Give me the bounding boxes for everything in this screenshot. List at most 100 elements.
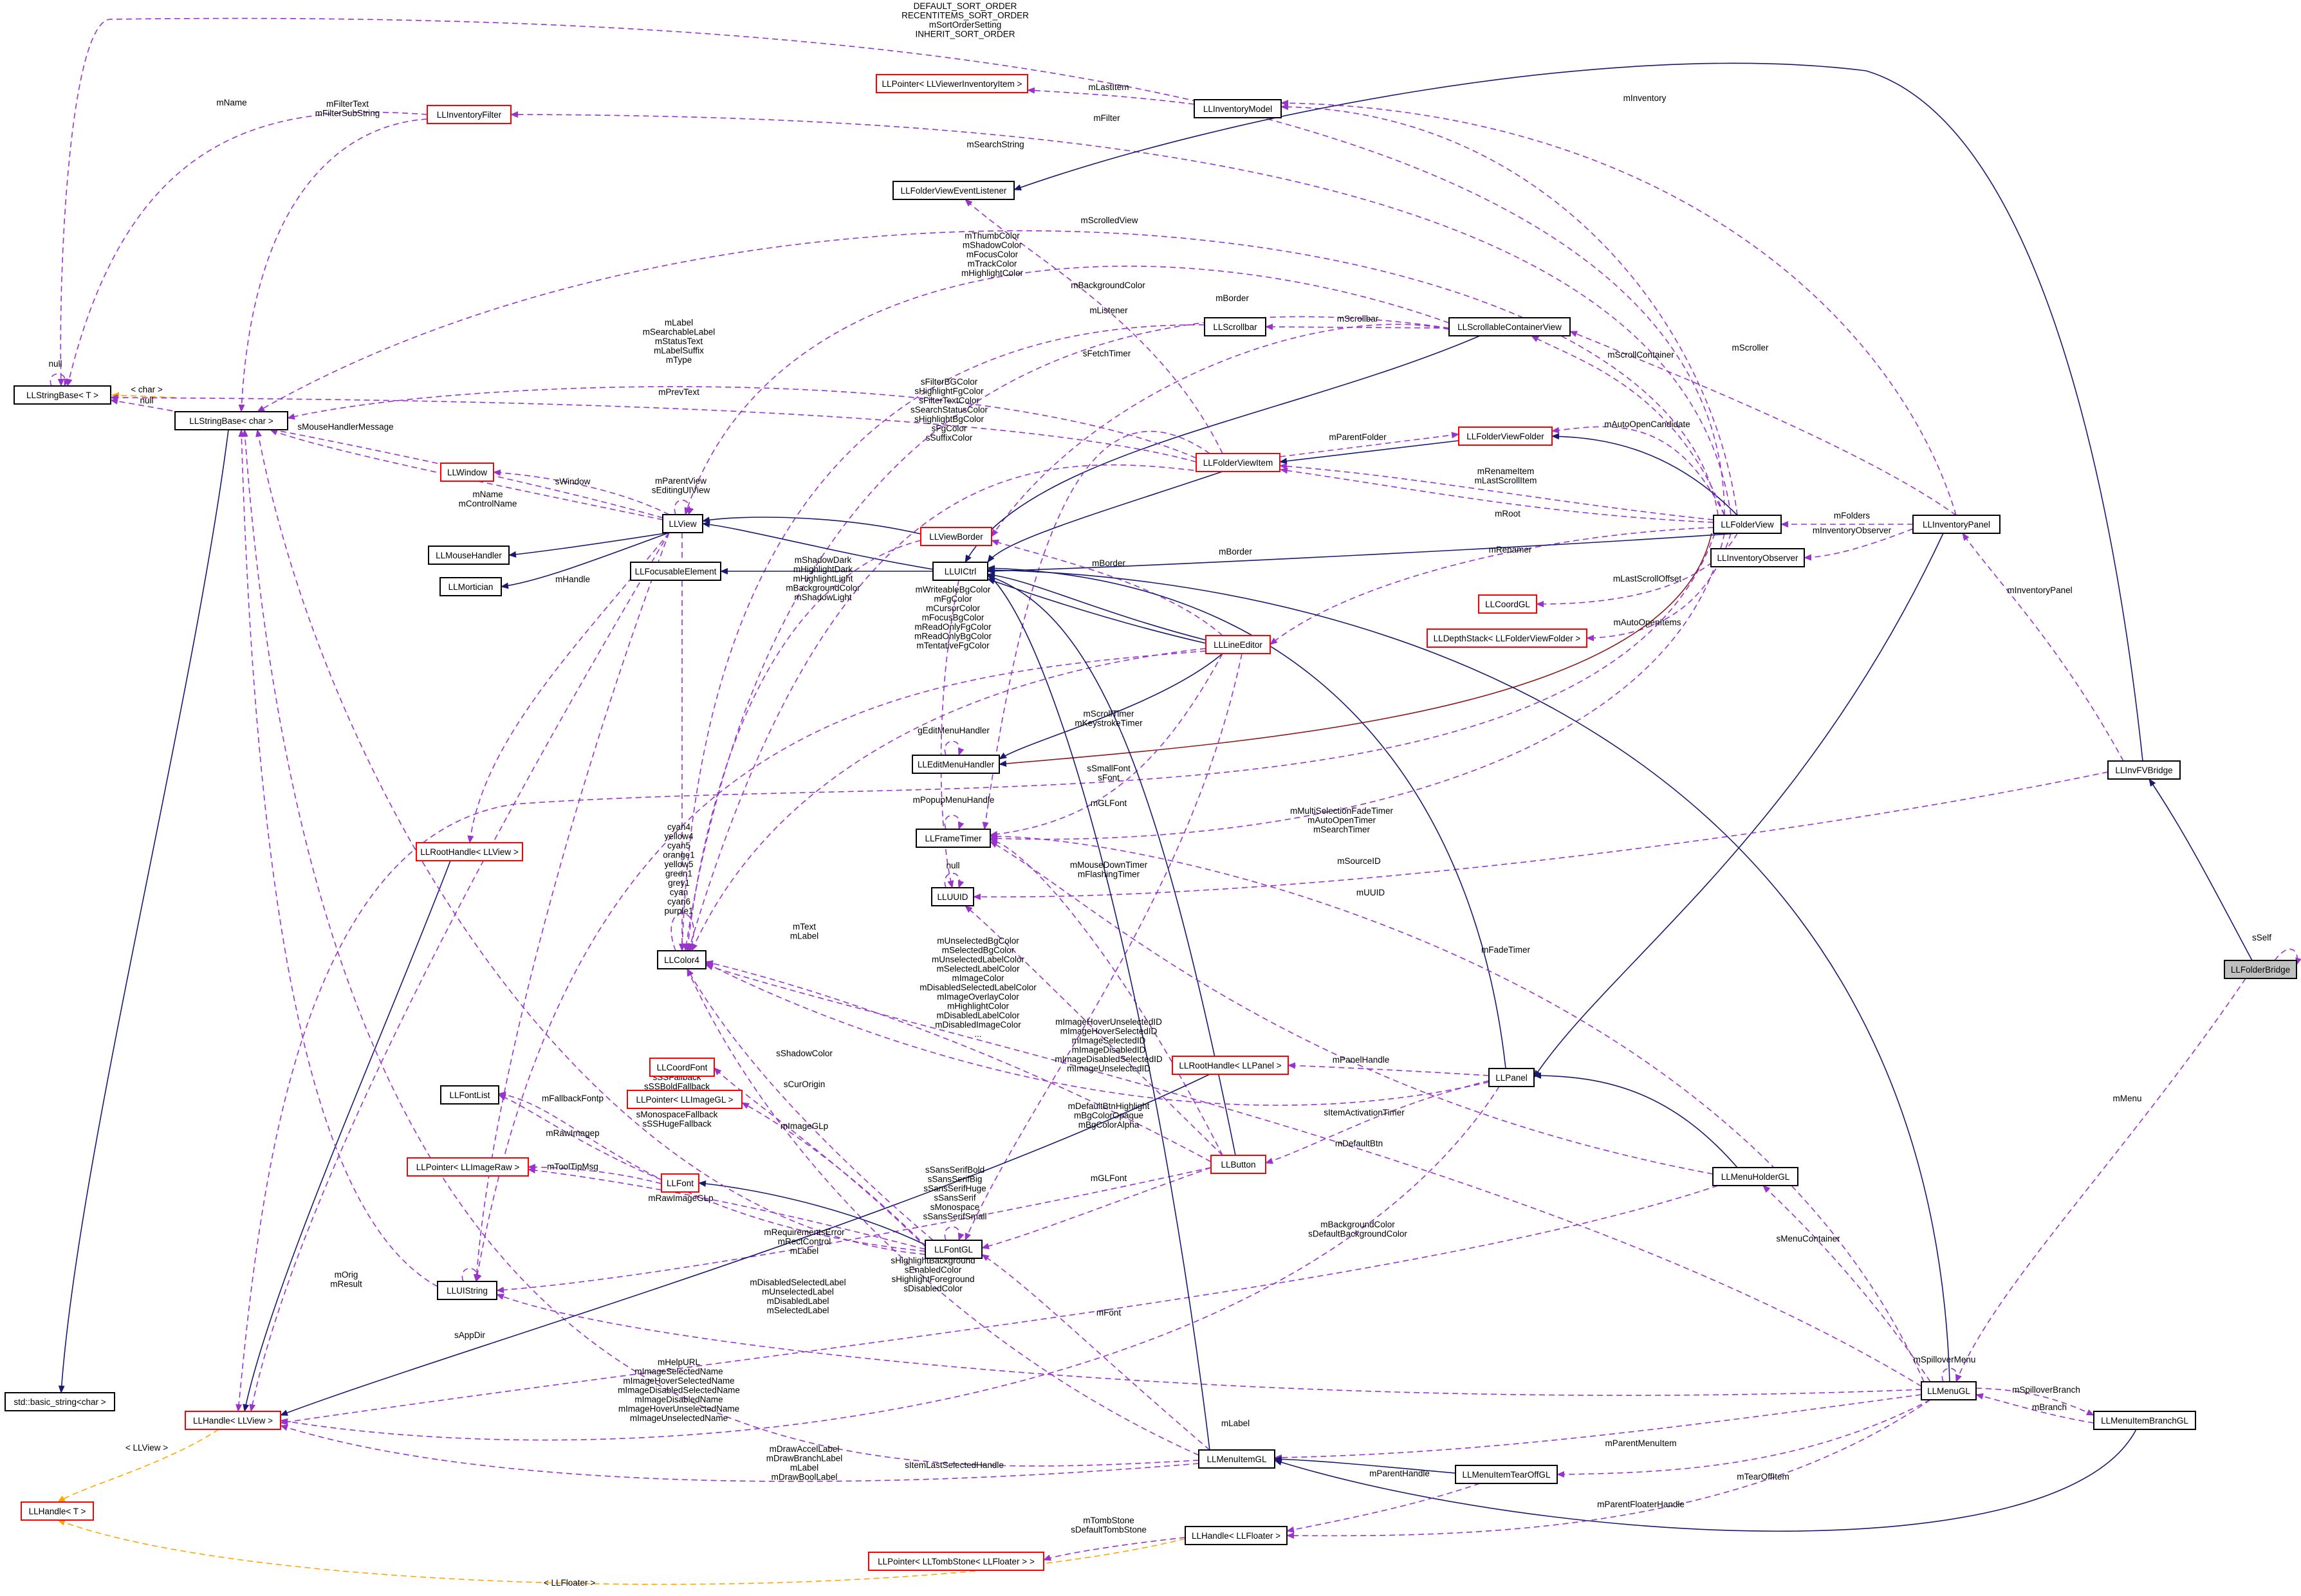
edge-label-mParentFolder: mParentFolder [1329, 432, 1387, 442]
edge-label-line: mDrawAccelLabel [770, 1444, 840, 1454]
class-node-LLEditMenuHandler[interactable]: LLEditMenuHandler [912, 755, 1000, 774]
edge-LLMenuGL-to-LLMenuItemGL [1274, 1394, 1922, 1461]
edge-label-line: RECENTITEMS_SORT_ORDER [901, 11, 1029, 21]
edge-label-sItemLast: sItemLastSelectedHandle [905, 1460, 1004, 1470]
edge-label-line: mShadowDark [795, 555, 852, 565]
class-node-LLFolderViewItem[interactable]: LLFolderViewItem [1196, 453, 1280, 472]
edge-label-line: mImageHoverSelectedID [1060, 1027, 1158, 1036]
edge-label-line: sDefaultBackgroundColor [1308, 1229, 1407, 1239]
edge-label-line: mScroller [1732, 343, 1769, 353]
class-node-LLCoordFont[interactable]: LLCoordFont [649, 1058, 715, 1077]
edge-LLScrollbar-to-LLColor4 [679, 324, 1205, 951]
edge-label-line: mPrevText [658, 387, 699, 397]
edge-label-line: mFadeTimer [1481, 945, 1531, 955]
edge-label-line: null [48, 359, 62, 369]
edge-label-line: mLastItem [1088, 82, 1129, 92]
class-node-LLPointerImageRaw[interactable]: LLPointer< LLImageRaw > [407, 1157, 529, 1177]
edge-label-line: sHighlightFgColor [914, 387, 984, 396]
class-node-box [1455, 1465, 1558, 1484]
class-node-LLMenuItemBranchGL[interactable]: LLMenuItemBranchGL [2093, 1411, 2196, 1430]
class-node-LLUIString[interactable]: LLUIString [437, 1281, 497, 1300]
edge-label-line: mLabel [790, 1463, 818, 1472]
class-node-LLHandleView[interactable]: LLHandle< LLView > [185, 1411, 281, 1430]
class-node-LLColor4[interactable]: LLColor4 [657, 950, 707, 969]
class-node-LLUICtrl[interactable]: LLUICtrl [932, 562, 988, 581]
edge-label-sCurOrigin: sCurOrigin [784, 1079, 826, 1089]
edge-LLInvFVBridge-to-LLFolderViewEventListener [1013, 62, 2143, 762]
class-node-LLFolderViewEventListener[interactable]: LLFolderViewEventListener [892, 181, 1015, 200]
edge-label-line: mRawImagep [546, 1128, 599, 1138]
edge-label-line: mUnselectedLabel [762, 1287, 834, 1297]
class-node-LLMenuHolderGL[interactable]: LLMenuHolderGL [1712, 1167, 1798, 1186]
class-node-LLInvFVBridge[interactable]: LLInvFVBridge [2107, 760, 2181, 780]
edge-label-mRawImageGLp: mRawImageGLp [648, 1193, 713, 1203]
class-node-LLPointerViewerInvItem[interactable]: LLPointer< LLViewerInventoryItem > [876, 74, 1028, 93]
class-node-LLFont[interactable]: LLFont [661, 1173, 699, 1193]
edge-label-line: yellow4 [664, 832, 694, 841]
class-node-LLWindow[interactable]: LLWindow [440, 463, 494, 482]
class-node-LLMenuGL[interactable]: LLMenuGL [1921, 1381, 1977, 1400]
class-node-LLStringBaseChar[interactable]: LLStringBase< char > [174, 411, 288, 430]
class-node-LLRootHandlePanel[interactable]: LLRootHandle< LLPanel > [1172, 1056, 1289, 1075]
class-node-LLCoordGL[interactable]: LLCoordGL [1478, 594, 1537, 614]
class-node-LLPointerTombStone[interactable]: LLPointer< LLTombStone< LLFloater > > [868, 1552, 1044, 1571]
class-node-LLScrollbar[interactable]: LLScrollbar [1204, 317, 1266, 336]
edge-LLScrollableContainerView-to-LLScrollbar [1265, 324, 1450, 331]
class-node-LLPanel[interactable]: LLPanel [1488, 1068, 1535, 1087]
class-node-LLMortician[interactable]: LLMortician [439, 577, 502, 596]
class-node-LLInventoryFilter[interactable]: LLInventoryFilter [427, 105, 512, 124]
edge-label-line: mSearchableLabel [643, 327, 716, 337]
class-node-LLLineEditor[interactable]: LLLineEditor [1205, 635, 1271, 654]
edge-LLMenuItemGL-to-LLUICtrl [987, 573, 1210, 1451]
class-node-LLFontGL[interactable]: LLFontGL [925, 1240, 983, 1259]
class-node-LLMenuItemGL[interactable]: LLMenuItemGL [1198, 1449, 1275, 1469]
edge-LLFontGL-to-LLCoordFont [714, 1067, 927, 1249]
class-node-LLRootHandleView[interactable]: LLRootHandle< LLView > [416, 842, 523, 861]
edge-label-line: mHandle [555, 574, 590, 584]
class-node-LLScrollableContainerView[interactable]: LLScrollableContainerView [1448, 317, 1571, 336]
class-node-LLInventoryModel[interactable]: LLInventoryModel [1194, 99, 1282, 118]
class-node-LLView[interactable]: LLView [662, 514, 703, 533]
class-node-LLButton[interactable]: LLButton [1210, 1155, 1266, 1174]
class-node-LLUUID[interactable]: LLUUID [931, 887, 974, 906]
edge-label-line: mInventory [1623, 93, 1667, 103]
edge-LLFont-to-LLPointerImageRaw [528, 1164, 662, 1184]
edge-label-mGLFont1: mGLFont [1091, 798, 1127, 808]
edge-label-line: INHERIT_SORT_ORDER [915, 30, 1015, 39]
edge-label-line: mDrawBranchLabel [766, 1454, 843, 1463]
class-node-label: LLUICtrl [945, 567, 977, 576]
class-node-LLInventoryPanel[interactable]: LLInventoryPanel [1912, 515, 2001, 534]
class-node-LLPointerImageGL[interactable]: LLPointer< LLImageGL > [627, 1090, 743, 1109]
edge-label-line: sDefaultTombStone [1071, 1525, 1147, 1535]
class-node-LLFontList[interactable]: LLFontList [440, 1085, 499, 1105]
class-node-LLFolderView[interactable]: LLFolderView [1713, 515, 1782, 534]
edge-label-sSelf: sSelf [2252, 933, 2271, 942]
class-node-LLStringBaseT[interactable]: LLStringBase< T > [14, 385, 111, 405]
edge-label-mAutoOpenCandidate: mAutoOpenCandidate [1604, 419, 1690, 429]
edge-label-mLastScrollOffset: mLastScrollOffset [1613, 574, 1682, 583]
class-node-LLHandleFloater[interactable]: LLHandle< LLFloater > [1185, 1526, 1288, 1545]
edge-label-line: mBranch [2032, 1402, 2067, 1412]
class-node-LLMouseHandler[interactable]: LLMouseHandler [428, 546, 510, 565]
edge-label-line: < LLFloater > [544, 1578, 595, 1588]
edge-label-line: mParentMenuItem [1605, 1438, 1676, 1448]
edge-LLInventoryFilter-to-LLStringBaseT [66, 111, 428, 387]
class-node-LLViewBorder[interactable]: LLViewBorder [920, 527, 992, 546]
class-node-LLDepthStack[interactable]: LLDepthStack< LLFolderViewFolder > [1427, 628, 1587, 648]
class-node-LLMenuItemTearOffGL[interactable]: LLMenuItemTearOffGL [1455, 1465, 1558, 1484]
class-node-box [1427, 628, 1587, 648]
class-node-stdBasicString[interactable]: std::basic_string<char > [5, 1392, 115, 1411]
class-node-LLFolderViewFolder[interactable]: LLFolderViewFolder [1458, 427, 1553, 446]
class-node-LLInventoryObserver[interactable]: LLInventoryObserver [1710, 548, 1805, 567]
edge-label-mInventory: mInventory [1623, 93, 1667, 103]
class-node-LLFrameTimer[interactable]: LLFrameTimer [916, 829, 991, 848]
class-node-LLFocusableElement[interactable]: LLFocusableElement [630, 562, 721, 581]
class-node-LLHandleT[interactable]: LLHandle< T > [21, 1501, 94, 1521]
edge-LLLineEditor-to-LLUICtrl [987, 572, 1206, 641]
